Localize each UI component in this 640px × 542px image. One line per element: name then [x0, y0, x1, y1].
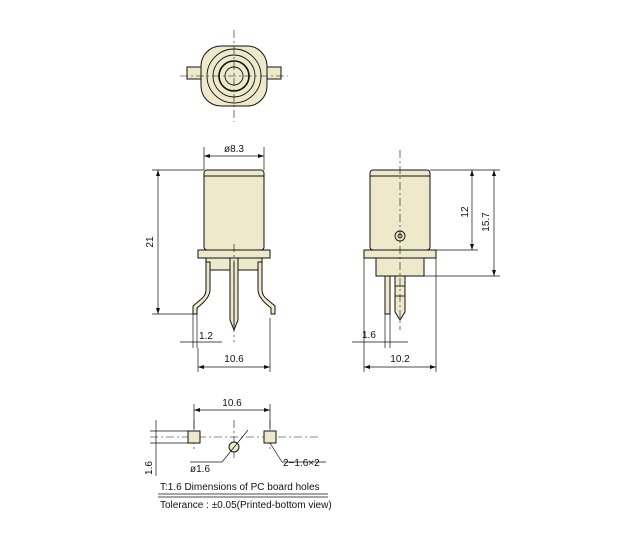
pcb-square-hole-right [263, 430, 277, 444]
dim-side-12-label: 12 [460, 206, 471, 218]
dim-pcb-arrow-left [194, 408, 200, 412]
pcb-note-line-1: T:1.6 Dimensions of PC board holes [160, 482, 320, 493]
pcb-square-hole-left [187, 430, 201, 444]
dim-diameter-label: ø8.3 [224, 144, 244, 155]
dim-height-label: 21 [145, 236, 156, 248]
dim-pcb-vert-label: 1.6 [144, 461, 155, 475]
dim-side-offset-label: 1.6 [362, 330, 376, 341]
pcb-note-line-2: Tolerance : ±0.05(Printed-bottom view) [160, 500, 332, 511]
front-view-right-lead [257, 261, 276, 315]
side-view-left-lead [384, 275, 391, 315]
front-view: ø8.3 21 1.2 10.6 [145, 144, 276, 372]
dim-width-arrow-right [264, 365, 270, 369]
pcb-square-hole-leader [269, 442, 283, 463]
dim-side-157-arrow-top [492, 170, 496, 176]
top-view [180, 30, 288, 122]
dim-diameter-arrow-right [258, 154, 264, 158]
dim-diameter-arrow-left [204, 154, 210, 158]
dim-side-width-arrow-right [430, 365, 436, 369]
dim-height-arrow-bottom [156, 308, 160, 314]
pcb-round-hole-leader [221, 429, 249, 463]
dim-height-arrow-top [156, 170, 160, 176]
front-view-body [203, 169, 265, 251]
pcb-layout: 10.6 ø1.6 2−1.6×2 1.6 T:1.6 Dimensions o… [144, 398, 332, 511]
front-view-left-lead [192, 261, 211, 315]
dim-width-arrow-left [198, 365, 204, 369]
pcb-square-hole-label: 2−1.6×2 [283, 458, 320, 469]
dim-pcb-spacing-label: 10.6 [222, 398, 242, 409]
side-view: 12 15.7 1.6 10.2 [352, 150, 500, 372]
dim-side-12-arrow-bottom [470, 244, 474, 250]
dim-width-label: 10.6 [224, 354, 244, 365]
dim-side-width-arrow-left [364, 365, 370, 369]
dim-pcb-arrow-right [264, 408, 270, 412]
pcb-round-hole-label: ø1.6 [190, 464, 210, 475]
dim-side-157-arrow-bottom [492, 270, 496, 276]
dim-side-157-label: 15.7 [481, 212, 492, 232]
dim-offset-label: 1.2 [199, 331, 213, 342]
dim-side-width-label: 10.2 [390, 354, 410, 365]
dim-side-12-arrow-top [470, 170, 474, 176]
